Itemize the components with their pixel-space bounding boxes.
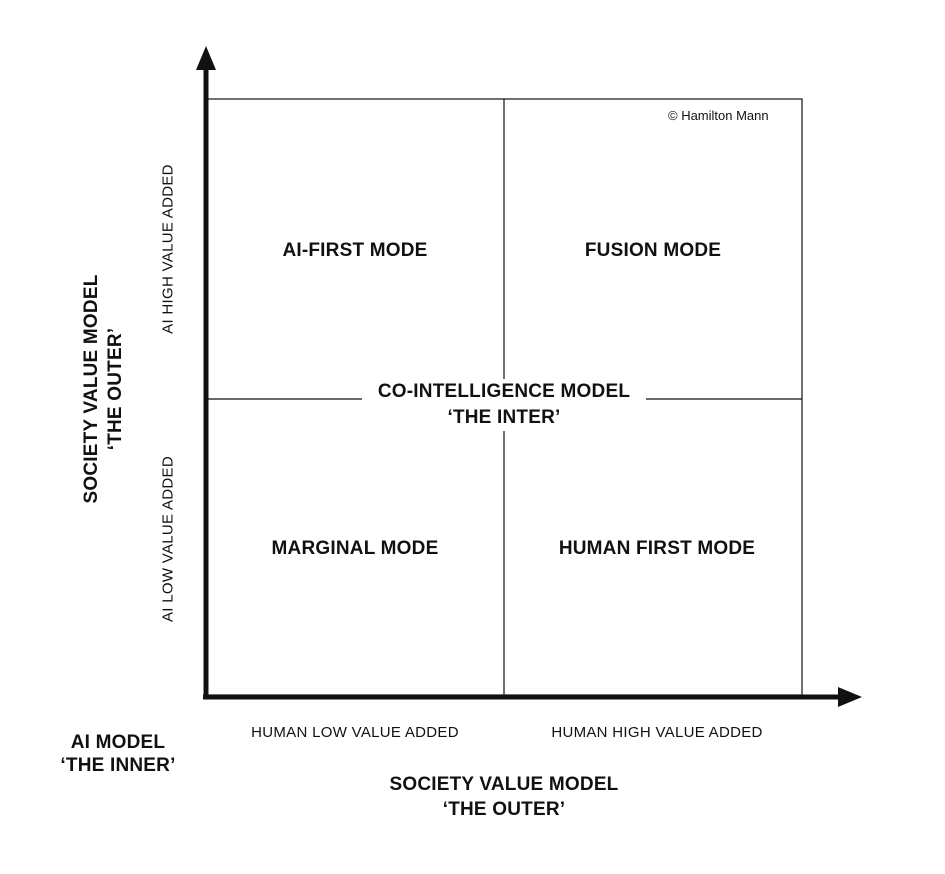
- x-axis-arrow-icon: [838, 687, 862, 707]
- quadrant-marginal-mode: MARGINAL MODE: [271, 538, 439, 559]
- y-axis-low-label: AI LOW VALUE ADDED: [159, 456, 177, 622]
- corner-label-line2: ‘THE INNER’: [60, 755, 176, 776]
- quadrant-human-first-mode: HUMAN FIRST MODE: [558, 538, 756, 559]
- y-axis-high-label: AI HIGH VALUE ADDED: [159, 164, 177, 334]
- quadrant-fusion-mode: FUSION MODE: [584, 240, 722, 261]
- y-axis-title-line1: SOCIETY VALUE MODEL: [81, 274, 102, 504]
- y-axis-title-line2: ‘THE OUTER’: [105, 327, 126, 451]
- corner-ai-model-label: AI MODEL ‘THE INNER’: [48, 731, 188, 777]
- y-axis-arrow-icon: [196, 46, 216, 70]
- x-axis-high-label: HUMAN HIGH VALUE ADDED: [551, 724, 763, 741]
- x-axis-title-line2: ‘THE OUTER’: [442, 799, 566, 820]
- copyright-note: © Hamilton Mann: [668, 108, 769, 123]
- x-axis-title-line1: SOCIETY VALUE MODEL: [389, 774, 619, 795]
- center-label-line2: ‘THE INTER’: [447, 407, 561, 428]
- y-axis-title: SOCIETY VALUE MODEL ‘THE OUTER’: [80, 274, 128, 503]
- quadrant-ai-first-mode: AI-FIRST MODE: [282, 240, 428, 261]
- center-co-intelligence-label: CO-INTELLIGENCE MODEL ‘THE INTER’: [362, 379, 646, 431]
- x-axis-low-label: HUMAN LOW VALUE ADDED: [251, 724, 459, 741]
- center-label-line1: CO-INTELLIGENCE MODEL: [377, 381, 631, 402]
- x-axis-title: SOCIETY VALUE MODEL ‘THE OUTER’: [354, 772, 654, 822]
- corner-label-line1: AI MODEL: [70, 732, 166, 753]
